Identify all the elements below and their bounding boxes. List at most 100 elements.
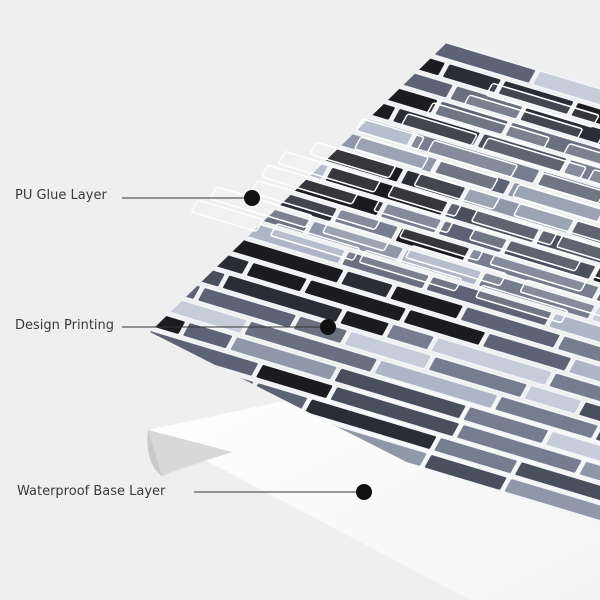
glue-strip xyxy=(250,180,382,230)
mosaic-tile xyxy=(76,271,136,301)
mosaic-tile xyxy=(481,332,573,373)
mosaic-tile xyxy=(249,104,309,135)
mosaic-tile xyxy=(153,273,202,301)
glue-strip xyxy=(471,209,558,246)
mosaic-tile xyxy=(389,284,465,320)
mosaic-tile xyxy=(150,370,218,405)
mosaic-tile xyxy=(300,79,397,122)
mosaic-tile xyxy=(385,323,436,351)
mosaic-tile xyxy=(423,453,509,492)
mosaic-tile xyxy=(150,237,227,288)
mosaic-tile xyxy=(333,367,468,420)
mosaic-tile xyxy=(399,248,483,286)
base-layer xyxy=(147,372,600,600)
glue-strip xyxy=(462,94,583,142)
mosaic-tile xyxy=(441,62,503,94)
mosaic-tile xyxy=(578,460,600,494)
glue-strip xyxy=(426,102,550,150)
mosaic-tile xyxy=(238,20,372,55)
mosaic-tile xyxy=(228,335,339,381)
glue-strip xyxy=(469,227,582,272)
glue-strip xyxy=(414,173,500,210)
glue-strip xyxy=(430,159,499,191)
mosaic-tile xyxy=(150,253,158,288)
mosaic-tile xyxy=(449,85,524,120)
glue-strip xyxy=(210,186,313,228)
mosaic-tile xyxy=(373,359,499,410)
mosaic-tile xyxy=(339,270,394,299)
mosaic-tile xyxy=(476,132,568,173)
mosaic-tile xyxy=(221,274,344,324)
glue-strip xyxy=(322,220,391,252)
mosaic-tile xyxy=(548,372,600,403)
glue-strip xyxy=(309,142,396,179)
mosaic-tile xyxy=(333,208,400,241)
mosaic-tile xyxy=(243,320,379,374)
mosaic-tile xyxy=(432,436,519,475)
mosaic-tile xyxy=(523,384,583,415)
glue-strip xyxy=(373,198,454,233)
glue-strip xyxy=(405,245,507,287)
mosaic-tile xyxy=(150,146,235,192)
mosaic-tile xyxy=(150,132,210,165)
glue-layer xyxy=(191,83,600,329)
label-waterproof-base-layer: Waterproof Base Layer xyxy=(17,484,166,499)
glue-strip xyxy=(485,83,600,128)
mosaic-tile xyxy=(531,70,600,110)
mosaic-tile xyxy=(324,166,449,217)
mosaic-tile xyxy=(594,287,600,315)
mosaic-tile xyxy=(497,79,575,116)
mosaic-tile xyxy=(329,385,461,438)
mosaic-tile xyxy=(590,305,600,345)
mosaic-tile xyxy=(338,71,387,99)
label-design-printing: Design Printing xyxy=(15,318,115,333)
callout-dot-design xyxy=(320,319,336,335)
mosaic-tile xyxy=(181,83,255,119)
mosaic-tile xyxy=(567,358,600,386)
mosaic-tile xyxy=(591,266,600,294)
glue-strip xyxy=(481,137,587,180)
mosaic-tile xyxy=(150,342,153,385)
glue-strip xyxy=(489,251,588,292)
mosaic-tile xyxy=(235,20,326,21)
mosaic-tile xyxy=(303,397,438,451)
mosaic-tile xyxy=(506,181,600,224)
mosaic-tile xyxy=(570,101,600,138)
mosaic-tile xyxy=(254,363,335,400)
mosaic-tile xyxy=(556,335,600,372)
mosaic-tile xyxy=(183,45,306,94)
glue-strip xyxy=(556,234,600,289)
mosaic-tile xyxy=(459,306,562,349)
mosaic-tile xyxy=(251,25,355,69)
label-pu-glue-layer: PU Glue Layer xyxy=(15,188,107,203)
mosaic-tile xyxy=(206,20,256,40)
callout-dot-glue xyxy=(244,190,260,206)
callout-base xyxy=(194,484,372,500)
mosaic-tile xyxy=(493,395,600,440)
mosaic-tile xyxy=(430,336,553,386)
mosaic-tile xyxy=(227,78,289,109)
glue-strip xyxy=(587,169,600,212)
mosaic-tile xyxy=(462,405,550,445)
glue-strip xyxy=(562,143,600,197)
mosaic-tile xyxy=(343,330,433,370)
mosaic-tile xyxy=(338,309,391,338)
mosaic-tile xyxy=(503,477,600,526)
callout-dot-base xyxy=(356,484,372,500)
mosaic-tile xyxy=(366,40,447,77)
callout-glue xyxy=(122,190,260,206)
mosaic-tile xyxy=(320,20,439,55)
mosaic-tile xyxy=(245,261,309,293)
mosaic-tile xyxy=(306,220,405,263)
glue-strip xyxy=(512,184,600,236)
glue-strip xyxy=(401,113,478,147)
mosaic-tile xyxy=(443,202,541,244)
mosaic-tile xyxy=(562,158,600,192)
glue-strips xyxy=(191,83,600,329)
glue-strip xyxy=(427,139,518,178)
glue-strip xyxy=(356,118,425,150)
mosaic-tile xyxy=(427,355,529,399)
mosaic-tile xyxy=(196,286,298,330)
